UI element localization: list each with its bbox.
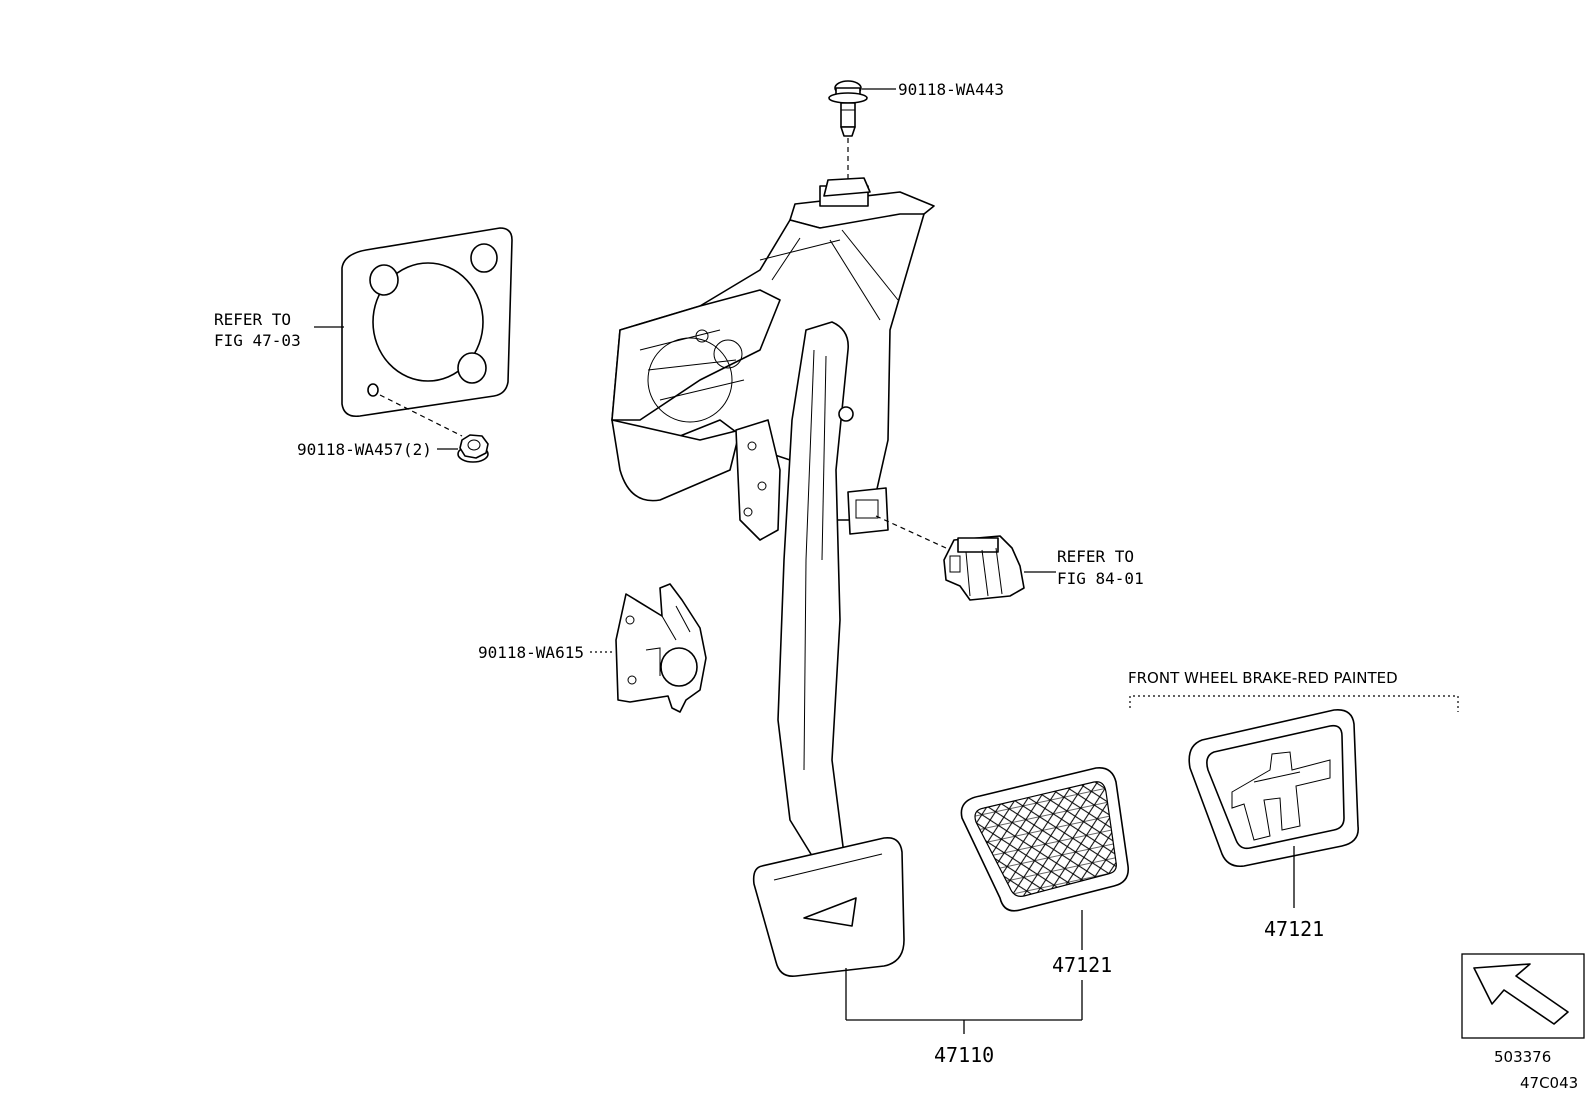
nut-label: 90118-WA457(2)	[297, 440, 432, 459]
pedal-pad-red-painted-part[interactable]	[1188, 708, 1359, 868]
brake-pedal-part[interactable]	[752, 321, 905, 978]
stop-lamp-switch-part[interactable]	[943, 535, 1025, 601]
bolt-top-label: 90118-WA443	[898, 80, 1004, 99]
stopper-bracket-label: 90118-WA615	[478, 643, 584, 662]
pedal-pad-label: 47121	[1052, 953, 1112, 977]
pedal-pad-red-label: 47121	[1264, 917, 1324, 941]
front-direction-arrow-icon	[1461, 953, 1585, 1039]
refer-fig-47-03-line2: FIG 47-03	[214, 331, 301, 350]
refer-fig-84-01-line1: REFER TO	[1057, 547, 1134, 566]
pedal-bracket-assembly	[611, 177, 935, 541]
bolt-top-part[interactable]	[828, 80, 868, 137]
pedal-assembly-label: 47110	[934, 1043, 994, 1067]
reference-number: 503376	[1494, 1048, 1551, 1066]
figure-code: 47C043	[1520, 1074, 1578, 1092]
gasket-plate-part[interactable]	[341, 227, 513, 418]
refer-fig-47-03-line1: REFER TO	[214, 310, 291, 329]
pedal-pad-part[interactable]	[960, 766, 1130, 912]
flange-nut-part[interactable]	[457, 434, 489, 463]
variant-note-label: FRONT WHEEL BRAKE-RED PAINTED	[1128, 669, 1398, 687]
refer-fig-84-01-line2: FIG 84-01	[1057, 569, 1144, 588]
stopper-bracket-part[interactable]	[615, 583, 707, 713]
